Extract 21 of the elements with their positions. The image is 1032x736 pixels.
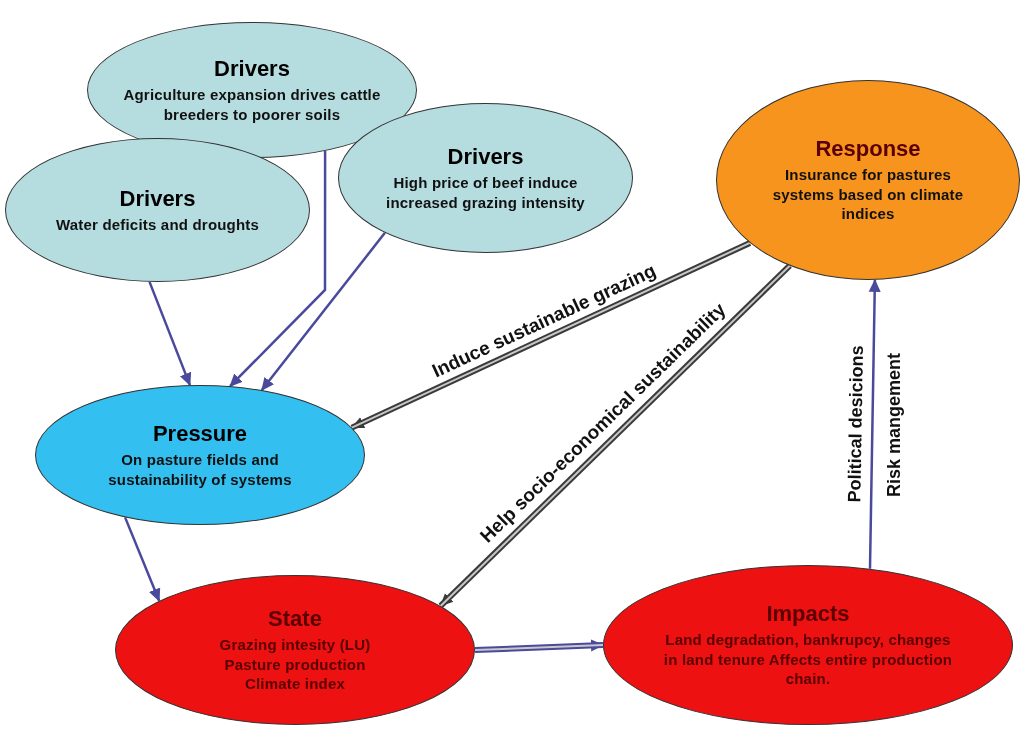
node-heading: Drivers [214,56,290,82]
node-text: Agriculture expansion drives cattle breeders to poorer soils [122,85,382,124]
node-heading: State [268,606,322,633]
node-text: On pasture fields and sustainability of systems [107,450,293,489]
node-text: Water deficits and droughts [55,214,260,235]
arrow [148,281,192,387]
node-text: Grazing intesity (LU) Pasture production Climate index [218,635,372,694]
arrow [868,278,881,569]
node-heading: Drivers [119,185,196,212]
node-text: High price of beef induce increased grazing intensity [385,173,586,212]
node-heading: Impacts [766,601,850,628]
arrow [474,639,604,653]
node-text: Land degradation, bankrupcy, changes in land tenure Affects entire production chain. [663,630,953,689]
node-heading: Response [815,136,921,163]
node-heading: Drivers [447,144,524,170]
arrow [123,516,161,602]
node-text: Insurance for pastures systems based on climate indices [771,165,965,224]
node-heading: Pressure [152,421,248,447]
arrow [260,232,386,391]
arrow [438,263,792,609]
arrow [350,240,752,431]
